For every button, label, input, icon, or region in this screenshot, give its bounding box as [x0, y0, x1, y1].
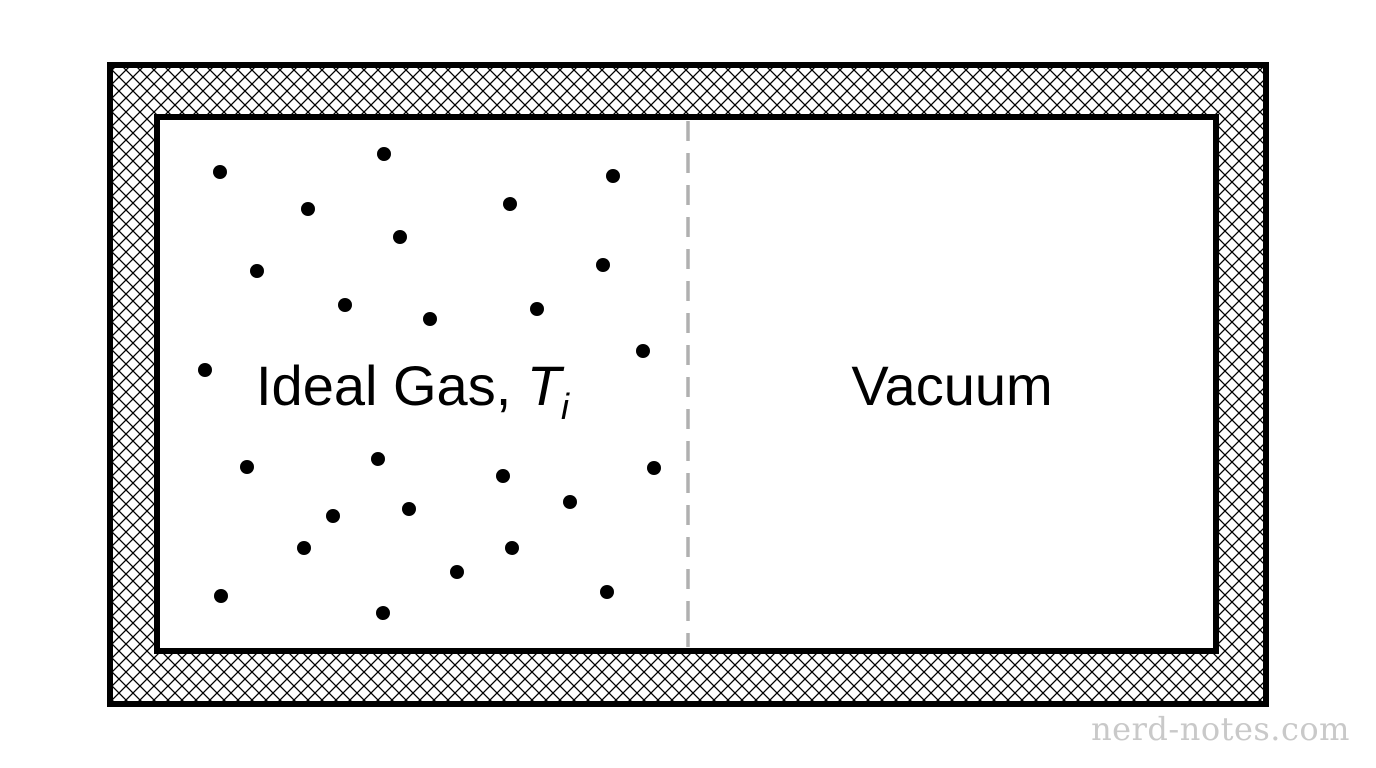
gas-particle: [250, 264, 264, 278]
gas-particle: [503, 197, 517, 211]
gas-particle: [240, 460, 254, 474]
gas-particle: [402, 502, 416, 516]
gas-particle: [563, 495, 577, 509]
gas-particle: [213, 165, 227, 179]
temperature-subscript: i: [561, 386, 570, 427]
container-outer-border: [107, 62, 1269, 707]
gas-particle: [636, 344, 650, 358]
gas-particle: [600, 585, 614, 599]
gas-particles: [198, 147, 661, 620]
vacuum-label: Vacuum: [851, 354, 1052, 417]
watermark-text: nerd-notes.com: [1091, 710, 1350, 748]
ideal-gas-label-main: Ideal Gas,: [256, 354, 527, 417]
gas-particle: [596, 258, 610, 272]
temperature-symbol: T: [527, 354, 565, 417]
gas-particle: [297, 541, 311, 555]
gas-particle: [393, 230, 407, 244]
gas-particle: [530, 302, 544, 316]
gas-particle: [606, 169, 620, 183]
gas-particle: [505, 541, 519, 555]
gas-particle: [377, 147, 391, 161]
gas-particle: [496, 469, 510, 483]
gas-particle: [326, 509, 340, 523]
ideal-gas-label: Ideal Gas, Ti: [256, 354, 570, 427]
gas-particle: [423, 312, 437, 326]
gas-particle: [198, 363, 212, 377]
gas-particle: [647, 461, 661, 475]
container-inner-border: [154, 114, 1219, 654]
gas-particle: [450, 565, 464, 579]
gas-particle: [376, 606, 390, 620]
gas-particle: [301, 202, 315, 216]
gas-particle: [338, 298, 352, 312]
gas-particle: [371, 452, 385, 466]
gas-particle: [214, 589, 228, 603]
